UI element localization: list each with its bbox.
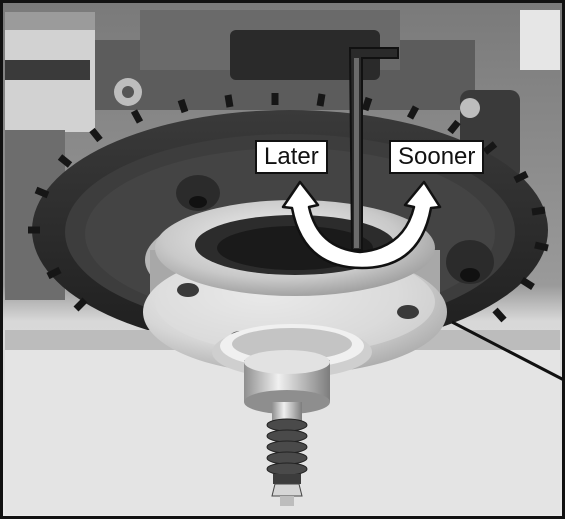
later-label: Later bbox=[255, 140, 328, 174]
sooner-label: Sooner bbox=[389, 140, 485, 174]
shaft-and-spring bbox=[244, 350, 330, 506]
leader-line bbox=[451, 320, 565, 382]
double-headed-curved-arrow-icon bbox=[281, 180, 442, 270]
upper-housing bbox=[95, 10, 560, 180]
